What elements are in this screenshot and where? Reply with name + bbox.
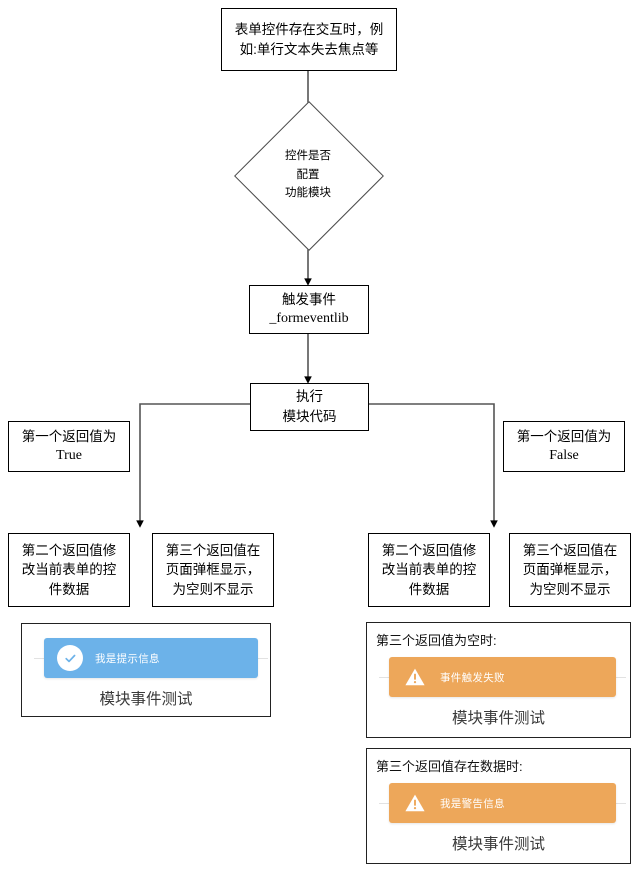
success-demo-page-title: 模块事件测试 bbox=[99, 691, 193, 708]
data-demo-page-title: 模块事件测试 bbox=[451, 836, 545, 853]
node-decision-line1: 控件是否 bbox=[285, 149, 331, 162]
panel-success-demo: 我是提示信息 模块事件测试 bbox=[21, 623, 271, 717]
node-third-return-left-line2: 页面弹框显示， bbox=[165, 562, 261, 578]
warning-triangle-icon bbox=[402, 664, 428, 690]
node-branch-false: 第一个返回值为 False bbox=[503, 421, 625, 472]
node-start: 表单控件存在交互时，例 如:单行文本失去焦点等 bbox=[221, 8, 397, 71]
node-branch-true-line2: True bbox=[56, 448, 82, 464]
node-second-return-right-line3: 件数据 bbox=[408, 581, 450, 597]
empty-toast-wrap: 事件触发失败 bbox=[379, 657, 626, 697]
node-decision-line2: 配置 bbox=[296, 168, 320, 181]
node-decision-label: 控件是否 配置 功能模块 bbox=[234, 117, 382, 233]
toast-warning-data-text: 我是警告信息 bbox=[440, 797, 505, 810]
node-third-return-right-line3: 为空则不显示 bbox=[529, 581, 611, 597]
node-second-return-left-line2: 改当前表单的控 bbox=[21, 562, 117, 578]
node-execute-module: 执行 模块代码 bbox=[250, 383, 369, 431]
node-execute-line2: 模块代码 bbox=[282, 409, 337, 424]
node-third-return-left: 第三个返回值在 页面弹框显示， 为空则不显示 bbox=[152, 533, 274, 607]
node-second-return-left: 第二个返回值修 改当前表单的控 件数据 bbox=[8, 533, 130, 607]
node-third-return-left-line1: 第三个返回值在 bbox=[165, 542, 261, 558]
node-decision: 控件是否 配置 功能模块 bbox=[234, 101, 384, 251]
node-start-line1: 表单控件存在交互时，例 bbox=[234, 21, 384, 37]
node-second-return-left-line3: 件数据 bbox=[48, 581, 90, 597]
toast-success-text: 我是提示信息 bbox=[95, 652, 160, 665]
panel-data-demo: 第三个返回值存在数据时: 我是警告信息 模块事件测试 bbox=[366, 748, 631, 864]
node-branch-false-line1: 第一个返回值为 bbox=[516, 428, 612, 444]
node-start-line2: 如:单行文本失去焦点等 bbox=[239, 41, 379, 57]
success-toast-wrap: 我是提示信息 bbox=[34, 638, 268, 678]
node-trigger-line2: _formeventlib bbox=[269, 311, 349, 327]
node-second-return-right-line2: 改当前表单的控 bbox=[381, 562, 477, 578]
node-execute-line1: 执行 bbox=[296, 389, 323, 405]
toast-warning-empty[interactable]: 事件触发失败 bbox=[389, 657, 616, 697]
empty-demo-caption: 第三个返回值为空时: bbox=[376, 633, 497, 648]
node-decision-line3: 功能模块 bbox=[285, 187, 331, 200]
empty-demo-page-title: 模块事件测试 bbox=[451, 710, 545, 727]
node-third-return-right-line1: 第三个返回值在 bbox=[522, 542, 618, 558]
check-circle-icon bbox=[57, 645, 83, 671]
data-toast-wrap: 我是警告信息 bbox=[379, 783, 626, 823]
toast-warning-data[interactable]: 我是警告信息 bbox=[389, 783, 616, 823]
node-third-return-right: 第三个返回值在 页面弹框显示， 为空则不显示 bbox=[509, 533, 631, 607]
node-branch-true-line1: 第一个返回值为 bbox=[21, 428, 117, 444]
panel-empty-demo: 第三个返回值为空时: 事件触发失败 模块事件测试 bbox=[366, 622, 631, 738]
node-third-return-right-line2: 页面弹框显示， bbox=[522, 562, 618, 578]
node-trigger-line1: 触发事件 bbox=[282, 291, 336, 307]
node-trigger-event: 触发事件 _formeventlib bbox=[249, 285, 369, 334]
node-branch-false-line2: False bbox=[549, 448, 579, 464]
node-branch-true: 第一个返回值为 True bbox=[8, 421, 130, 472]
node-third-return-left-line3: 为空则不显示 bbox=[172, 581, 254, 597]
data-demo-caption: 第三个返回值存在数据时: bbox=[376, 759, 523, 774]
node-second-return-right: 第二个返回值修 改当前表单的控 件数据 bbox=[368, 533, 490, 607]
warning-triangle-icon bbox=[402, 790, 428, 816]
toast-success[interactable]: 我是提示信息 bbox=[44, 638, 258, 678]
node-second-return-left-line1: 第二个返回值修 bbox=[21, 542, 117, 558]
node-second-return-right-line1: 第二个返回值修 bbox=[381, 542, 477, 558]
toast-warning-empty-text: 事件触发失败 bbox=[440, 671, 505, 684]
